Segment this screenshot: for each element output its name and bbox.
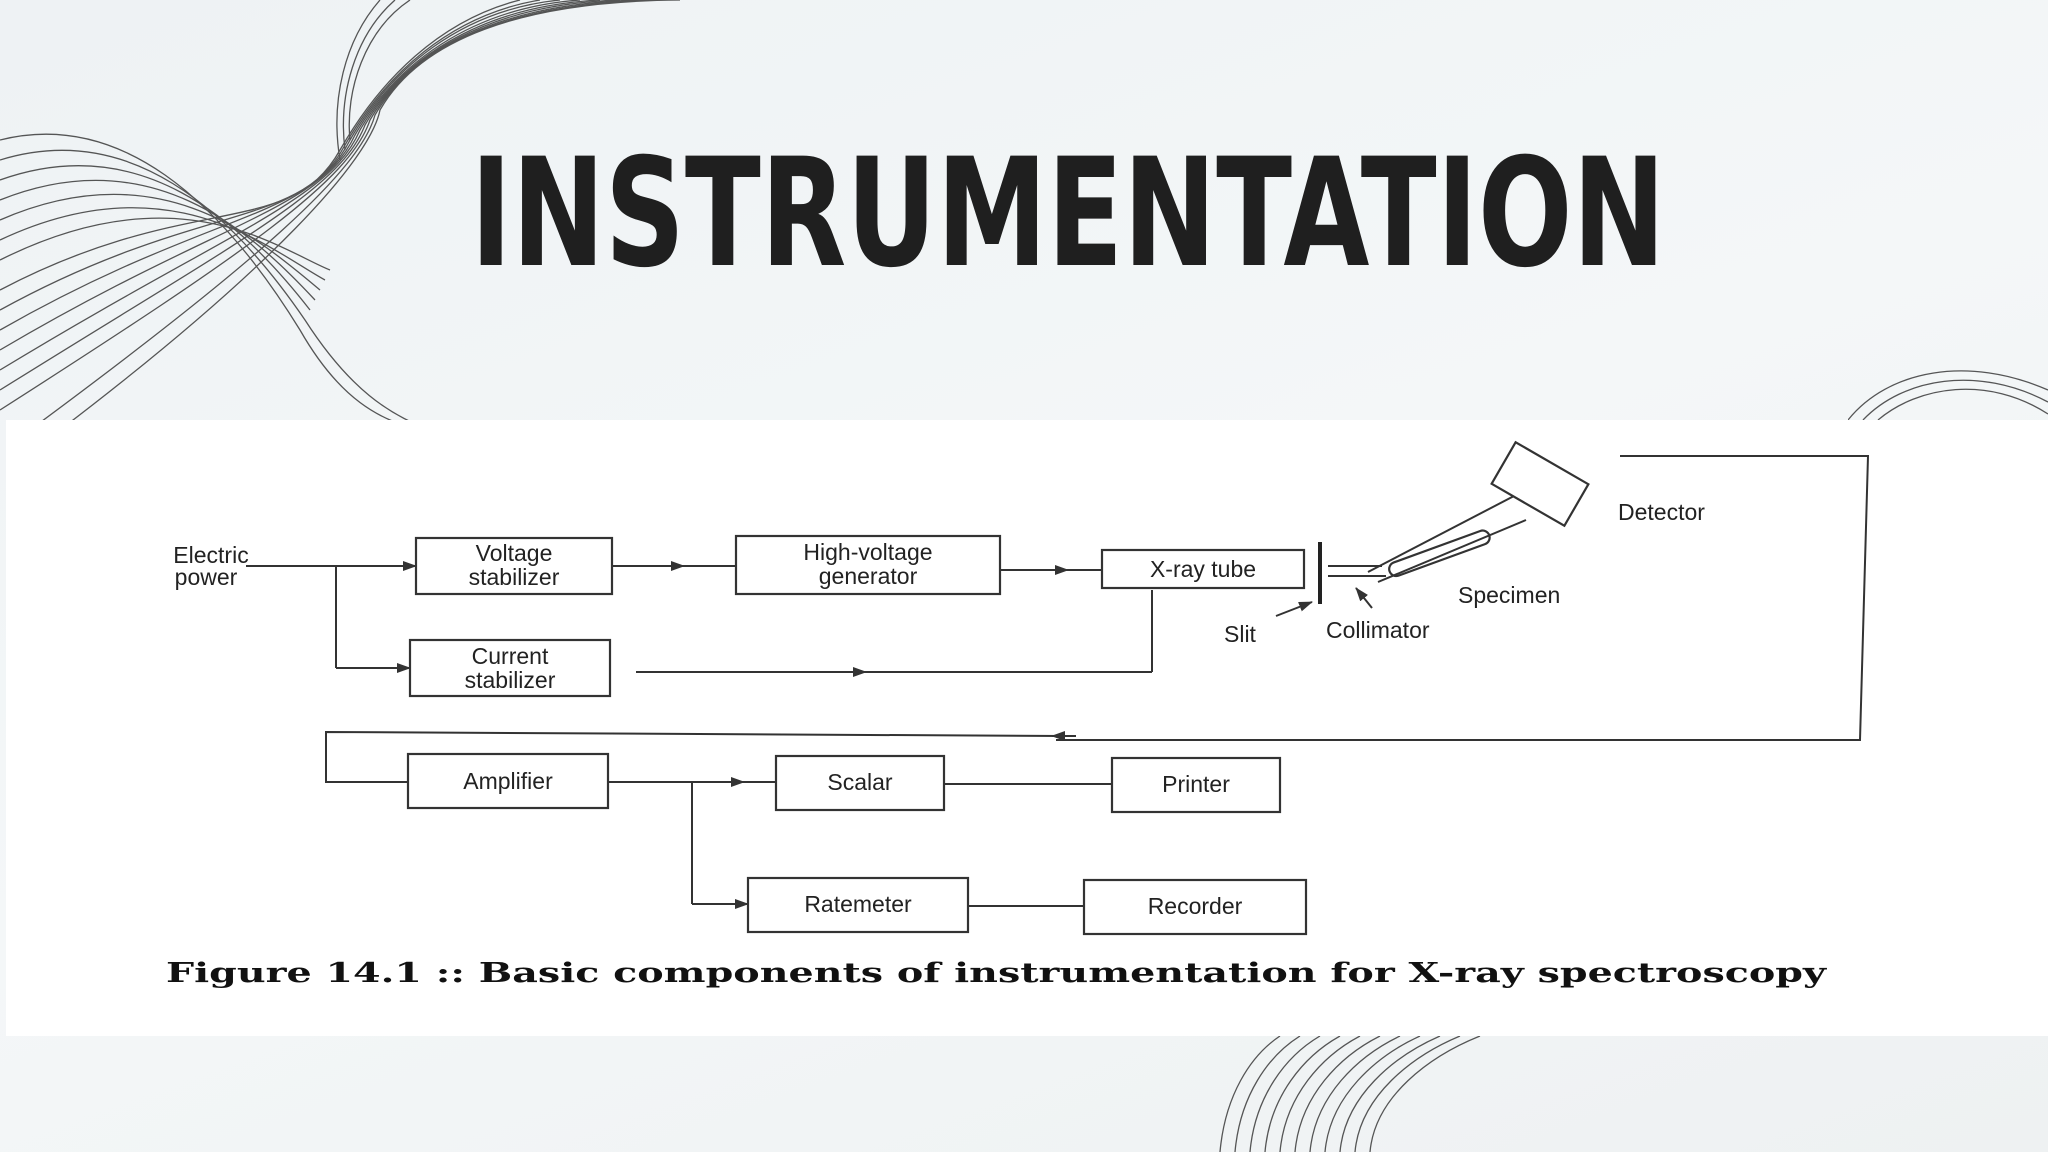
- detector-output-line: [1056, 455, 1870, 741]
- slit-pointer: [1275, 601, 1313, 617]
- figure-panel: Electric power Voltage stabilizer High-v…: [6, 420, 2048, 1036]
- figure-caption: Figure 14.1 :: Basic components of instr…: [166, 958, 1828, 989]
- detector-label: Detector: [1618, 499, 1705, 525]
- xray-instrumentation-diagram: Electric power Voltage stabilizer High-v…: [166, 440, 1870, 989]
- specimen-to-detector-line2: [1377, 519, 1527, 583]
- detector-block: [1490, 440, 1590, 528]
- slide-title: INSTRUMENTATION: [471, 138, 1666, 288]
- decorative-wave-right: [1848, 370, 2048, 420]
- ratemeter-label: Ratemeter: [804, 891, 912, 917]
- slit-label: Slit: [1224, 621, 1257, 647]
- specimen-to-detector-line: [1367, 495, 1515, 573]
- decorative-wave-top-left: [0, 0, 681, 430]
- printer-block: [1110, 756, 1282, 814]
- scalar-label: Scalar: [827, 769, 893, 795]
- specimen-label: Specimen: [1458, 582, 1560, 608]
- high-voltage-generator-block: [734, 534, 1002, 596]
- ratemeter-block: [746, 876, 970, 934]
- amplifier-label: Amplifier: [463, 768, 553, 794]
- high-voltage-generator-label-line2: generator: [819, 563, 918, 589]
- printer-label: Printer: [1162, 771, 1230, 797]
- current-stabilizer-label: Current: [472, 643, 549, 669]
- xray-tube-block: [1100, 548, 1306, 590]
- slide-title-text: INSTRUMENTATION: [471, 138, 1666, 288]
- electric-power-label-line2: power: [175, 564, 238, 590]
- high-voltage-generator-label: High-voltage: [803, 539, 932, 565]
- signal-to-amplifier-line: [325, 730, 1063, 783]
- collimator-pointer: [1355, 587, 1373, 609]
- recorder-block: [1082, 878, 1308, 936]
- recorder-label: Recorder: [1148, 893, 1243, 919]
- electric-power-label: Electric: [173, 542, 248, 568]
- current-stabilizer-label-line2: stabilizer: [465, 667, 556, 693]
- voltage-stabilizer-block: [414, 536, 614, 596]
- voltage-stabilizer-label-line2: stabilizer: [469, 564, 560, 590]
- current-stabilizer-block: [408, 638, 612, 698]
- xray-tube-label: X-ray tube: [1150, 556, 1256, 582]
- collimator-label: Collimator: [1326, 617, 1430, 643]
- voltage-stabilizer-label: Voltage: [476, 540, 553, 566]
- decorative-wave-bottom: [1219, 1036, 1481, 1152]
